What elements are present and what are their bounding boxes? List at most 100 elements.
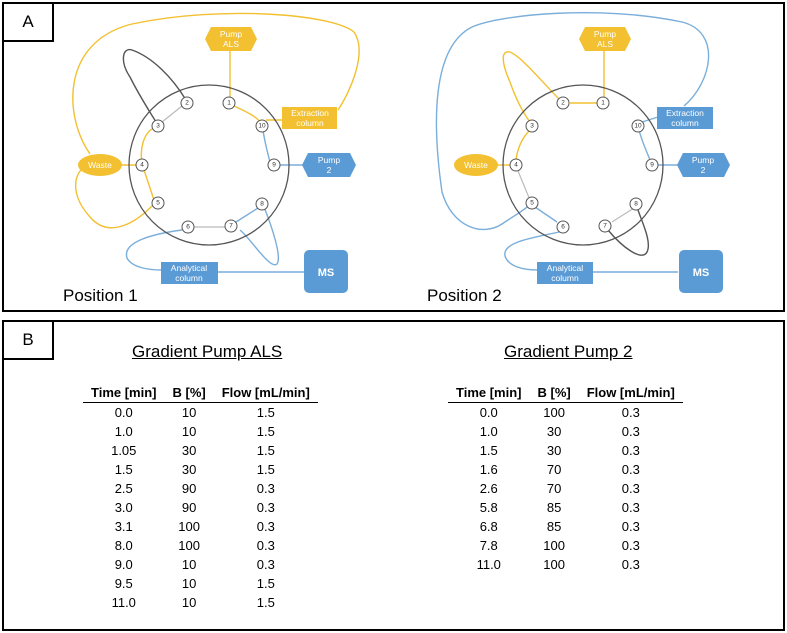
table-cell: 10 bbox=[181, 424, 197, 439]
svg-text:8: 8 bbox=[634, 201, 638, 208]
svg-text:7: 7 bbox=[603, 223, 607, 230]
port-8-p2: 8 bbox=[629, 197, 643, 211]
port-4: 4 bbox=[135, 158, 149, 172]
table-cell: 11.0 bbox=[476, 557, 501, 572]
table-cell: 0.3 bbox=[621, 424, 640, 439]
table-cell: 9.5 bbox=[114, 576, 133, 591]
svg-text:5: 5 bbox=[530, 200, 534, 207]
table-cell: 0.3 bbox=[256, 557, 275, 572]
valve-ports-p2: 1 2 3 4 5 6 7 8 9 10 bbox=[509, 96, 659, 234]
extraction-column-node-p2: Extraction column bbox=[657, 107, 713, 129]
panel-b: B Gradient Pump ALS Time [min] B [%] Flo… bbox=[2, 320, 785, 631]
blue-port9-port10 bbox=[262, 129, 271, 163]
svg-text:Pump: Pump bbox=[220, 29, 242, 39]
yellow-port5-loop bbox=[75, 166, 155, 229]
dark-loop-port7-port8 bbox=[607, 209, 649, 256]
table-als-title: Gradient Pump ALS bbox=[132, 342, 283, 361]
extraction-column-node: Extraction column bbox=[282, 107, 337, 129]
svg-text:Analytical: Analytical bbox=[171, 263, 207, 273]
table-cell: 3.1 bbox=[114, 519, 133, 534]
port-8: 8 bbox=[255, 197, 269, 211]
svg-text:Extraction: Extraction bbox=[666, 108, 704, 118]
table-cell: 1.5 bbox=[256, 576, 275, 591]
table-cell: 0.3 bbox=[621, 557, 640, 572]
blue-port6-analytical-p2 bbox=[504, 231, 560, 271]
table-cell: 1.5 bbox=[256, 405, 275, 420]
table-cell: 10 bbox=[181, 576, 197, 591]
waste-node-p2: Waste bbox=[454, 154, 498, 176]
table-cell: 30 bbox=[181, 462, 197, 477]
table-cell: 10 bbox=[181, 405, 197, 420]
table-row: 0.0 10 1.5 bbox=[83, 403, 318, 423]
ms-node-p2: MS bbox=[679, 250, 723, 293]
yellow-port3-port4-p2 bbox=[515, 129, 531, 161]
yellow-loop-port2-port3 bbox=[502, 51, 561, 123]
yellow-port1-port10 bbox=[233, 105, 261, 123]
svg-text:ALS: ALS bbox=[597, 39, 613, 49]
table-cell: 90 bbox=[181, 500, 197, 515]
svg-text:MS: MS bbox=[318, 267, 335, 279]
blue-port8-ms bbox=[239, 206, 279, 266]
svg-text:9: 9 bbox=[650, 162, 654, 169]
col-header: Flow [mL/min] bbox=[213, 384, 318, 403]
svg-text:Waste: Waste bbox=[88, 160, 112, 170]
svg-text:2: 2 bbox=[701, 165, 706, 175]
table-cell: 100 bbox=[543, 405, 565, 420]
table-cell: 1.5 bbox=[256, 462, 275, 477]
table-cell: 30 bbox=[546, 443, 562, 458]
svg-text:column: column bbox=[175, 273, 203, 283]
table-cell: 1.5 bbox=[256, 443, 275, 458]
blue-loop-extraction-to-port5 bbox=[435, 11, 710, 231]
table-cell: 30 bbox=[546, 424, 562, 439]
col-header: Time [min] bbox=[83, 384, 165, 403]
table-cell: 0.3 bbox=[621, 443, 640, 458]
port-7-p2: 7 bbox=[598, 219, 612, 233]
port-1-p2: 1 bbox=[596, 96, 610, 110]
valve-ports: 1 2 3 4 5 6 7 8 9 10 bbox=[135, 96, 281, 234]
port-5: 5 bbox=[151, 196, 165, 210]
table-cell: 0.0 bbox=[114, 405, 133, 420]
table-cell: 90 bbox=[181, 481, 197, 496]
port-5-p2: 5 bbox=[525, 196, 539, 210]
port-2-p2: 2 bbox=[556, 96, 570, 110]
waste-node: Waste bbox=[78, 154, 122, 176]
svg-text:1: 1 bbox=[601, 100, 605, 107]
table-cell: 70 bbox=[546, 481, 562, 496]
table-row: 9.5 10 1.5 bbox=[83, 574, 318, 593]
table-cell: 5.8 bbox=[479, 500, 498, 515]
table-cell: 100 bbox=[178, 538, 200, 553]
table-cell: 0.3 bbox=[621, 481, 640, 496]
svg-text:10: 10 bbox=[258, 123, 266, 130]
valve-diagram: 1 2 3 4 5 6 7 8 9 10 Pump ALS Extraction bbox=[63, 11, 730, 305]
table-cell: 0.3 bbox=[621, 519, 640, 534]
svg-text:8: 8 bbox=[260, 201, 264, 208]
table-pump2-title: Gradient Pump 2 bbox=[504, 342, 633, 361]
position-1-label: Position 1 bbox=[63, 286, 138, 305]
svg-text:6: 6 bbox=[186, 224, 190, 231]
position-2-label: Position 2 bbox=[427, 286, 502, 305]
yellow-port3-port4 bbox=[140, 126, 157, 163]
port-9: 9 bbox=[267, 158, 281, 172]
svg-text:3: 3 bbox=[530, 123, 534, 130]
panel-b-label: B bbox=[2, 320, 54, 360]
svg-text:Pump: Pump bbox=[692, 155, 714, 165]
port-3-p2: 3 bbox=[525, 119, 539, 133]
table-cell: 1.5 bbox=[256, 595, 275, 610]
svg-text:4: 4 bbox=[140, 162, 144, 169]
port-7: 7 bbox=[224, 219, 238, 233]
svg-text:MS: MS bbox=[693, 267, 710, 279]
pump-2-node: Pump 2 bbox=[302, 153, 356, 177]
port-6-p2: 6 bbox=[556, 220, 570, 234]
port-3: 3 bbox=[151, 119, 165, 133]
port-2: 2 bbox=[180, 96, 194, 110]
table-cell: 85 bbox=[546, 519, 562, 534]
